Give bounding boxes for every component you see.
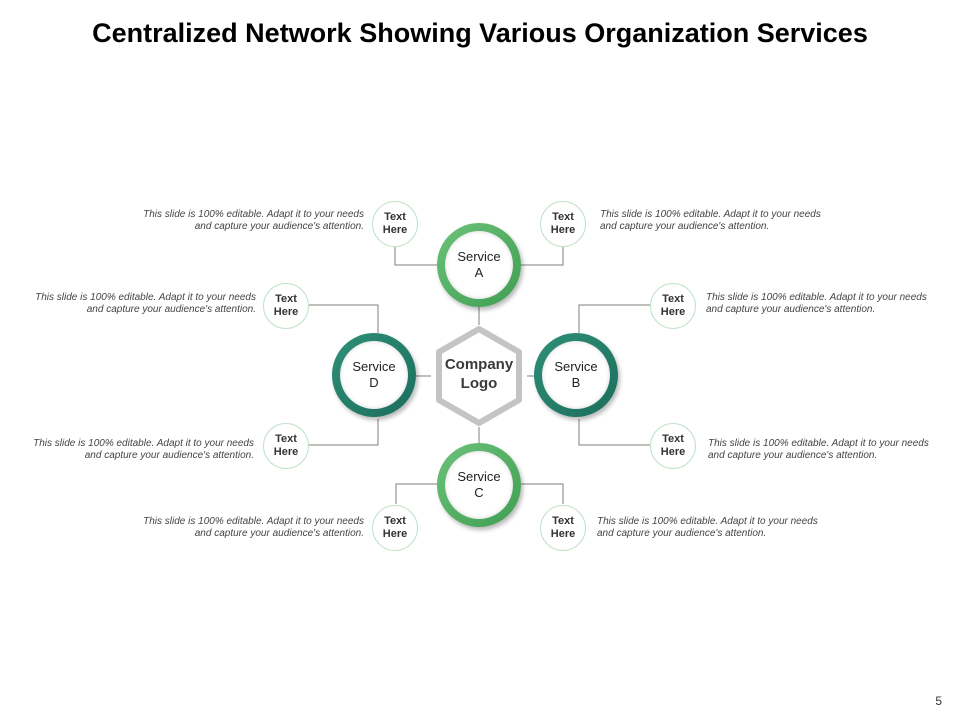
text-circle-line1: Text xyxy=(662,293,684,305)
service-d-line1: Service xyxy=(352,359,396,374)
text-circle-b-top: Text Here xyxy=(650,283,696,329)
service-c-node: Service C xyxy=(437,443,521,527)
company-logo-line2: Logo xyxy=(460,375,498,392)
text-circle-b-bottom: Text Here xyxy=(650,423,696,469)
connector-d-bottom xyxy=(307,419,379,446)
text-circle-line1: Text xyxy=(384,515,406,527)
service-d-node: Service D xyxy=(332,333,416,417)
text-circle-line2: Here xyxy=(550,528,576,540)
text-circle-line1: Text xyxy=(275,433,297,445)
text-circle-a-left: Text Here xyxy=(372,201,418,247)
service-a-line2: A xyxy=(474,265,484,280)
connector-c-left xyxy=(395,483,437,504)
connector-c-right xyxy=(521,483,564,504)
connector-d-top xyxy=(307,304,379,333)
text-circle-line1: Text xyxy=(275,293,297,305)
text-circle-a-right: Text Here xyxy=(540,201,586,247)
text-circle-d-top: Text Here xyxy=(263,283,309,329)
text-circle-d-bottom: Text Here xyxy=(263,423,309,469)
company-logo-line1: Company xyxy=(444,356,514,373)
text-circle-c-right: Text Here xyxy=(540,505,586,551)
text-circle-line1: Text xyxy=(384,211,406,223)
connector-a-left xyxy=(394,245,437,266)
description-d-top: This slide is 100% editable. Adapt it to… xyxy=(35,292,256,315)
service-c-line2: C xyxy=(474,485,484,500)
text-circle-line2: Here xyxy=(273,306,299,318)
description-d-bottom: This slide is 100% editable. Adapt it to… xyxy=(33,438,254,461)
text-circle-line2: Here xyxy=(273,446,299,458)
service-b-node: Service B xyxy=(534,333,618,417)
text-circle-line2: Here xyxy=(660,446,686,458)
service-b-line1: Service xyxy=(554,359,598,374)
service-c-line1: Service xyxy=(457,469,501,484)
connector-b-bottom xyxy=(578,419,650,446)
description-b-bottom: This slide is 100% editable. Adapt it to… xyxy=(708,438,929,461)
description-a-right: This slide is 100% editable. Adapt it to… xyxy=(600,209,821,232)
description-c-left: This slide is 100% editable. Adapt it to… xyxy=(143,516,364,539)
text-circle-c-left: Text Here xyxy=(372,505,418,551)
text-circle-line2: Here xyxy=(550,224,576,236)
slide-title: Centralized Network Showing Various Orga… xyxy=(92,18,868,48)
text-circle-line1: Text xyxy=(552,515,574,527)
service-b-line2: B xyxy=(571,375,581,390)
service-d-line2: D xyxy=(369,375,379,390)
text-circle-line2: Here xyxy=(660,306,686,318)
text-circle-line2: Here xyxy=(382,528,408,540)
company-logo-hexagon xyxy=(436,326,522,426)
text-circle-line1: Text xyxy=(662,433,684,445)
connector-a-right xyxy=(521,245,564,266)
service-a-line1: Service xyxy=(457,249,501,264)
description-c-right: This slide is 100% editable. Adapt it to… xyxy=(597,516,818,539)
company-logo-label: Company Logo xyxy=(431,355,527,393)
service-a-node: Service A xyxy=(437,223,521,307)
description-b-top: This slide is 100% editable. Adapt it to… xyxy=(706,292,927,315)
text-circle-line1: Text xyxy=(552,211,574,223)
page-number: 5 xyxy=(935,694,942,708)
connector-b-top xyxy=(578,304,650,333)
text-circle-line2: Here xyxy=(382,224,408,236)
description-a-left: This slide is 100% editable. Adapt it to… xyxy=(143,209,364,232)
